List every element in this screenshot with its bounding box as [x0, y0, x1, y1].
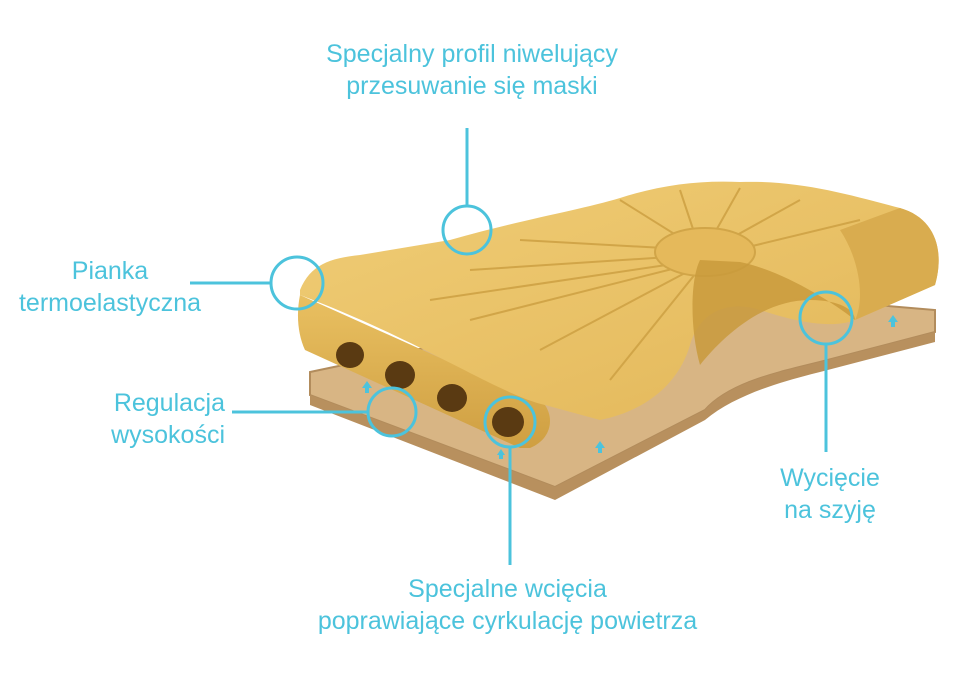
label-profile-line2: przesuwanie się maski	[346, 72, 598, 100]
label-cuts: Specjalne wcięcia poprawiające cyrkulacj…	[285, 573, 730, 637]
label-profile: Specjalny profil niwelujący przesuwanie …	[300, 38, 644, 102]
label-height-line1: Regulacja	[113, 389, 225, 417]
callouts	[190, 128, 854, 565]
label-neck-line2: na szyję	[784, 496, 876, 524]
label-height: Regulacja wysokości	[60, 387, 225, 451]
label-cuts-line1: Specjalne wcięcia	[408, 575, 607, 603]
label-height-line2: wysokości	[111, 421, 225, 449]
label-foam-line1: Pianka	[71, 257, 149, 285]
label-profile-line1: Specjalny profil niwelujący	[326, 40, 618, 68]
arrow-up-icon	[362, 315, 898, 459]
label-foam-line2: termoelastyczna	[18, 289, 202, 317]
label-neck: Wycięcie na szyję	[760, 462, 900, 526]
label-foam: Pianka termoelastyczna	[0, 255, 220, 319]
foam-pillow	[297, 181, 939, 448]
label-neck-line1: Wycięcie	[780, 464, 880, 492]
label-cuts-line2: poprawiające cyrkulację powietrza	[317, 607, 698, 635]
